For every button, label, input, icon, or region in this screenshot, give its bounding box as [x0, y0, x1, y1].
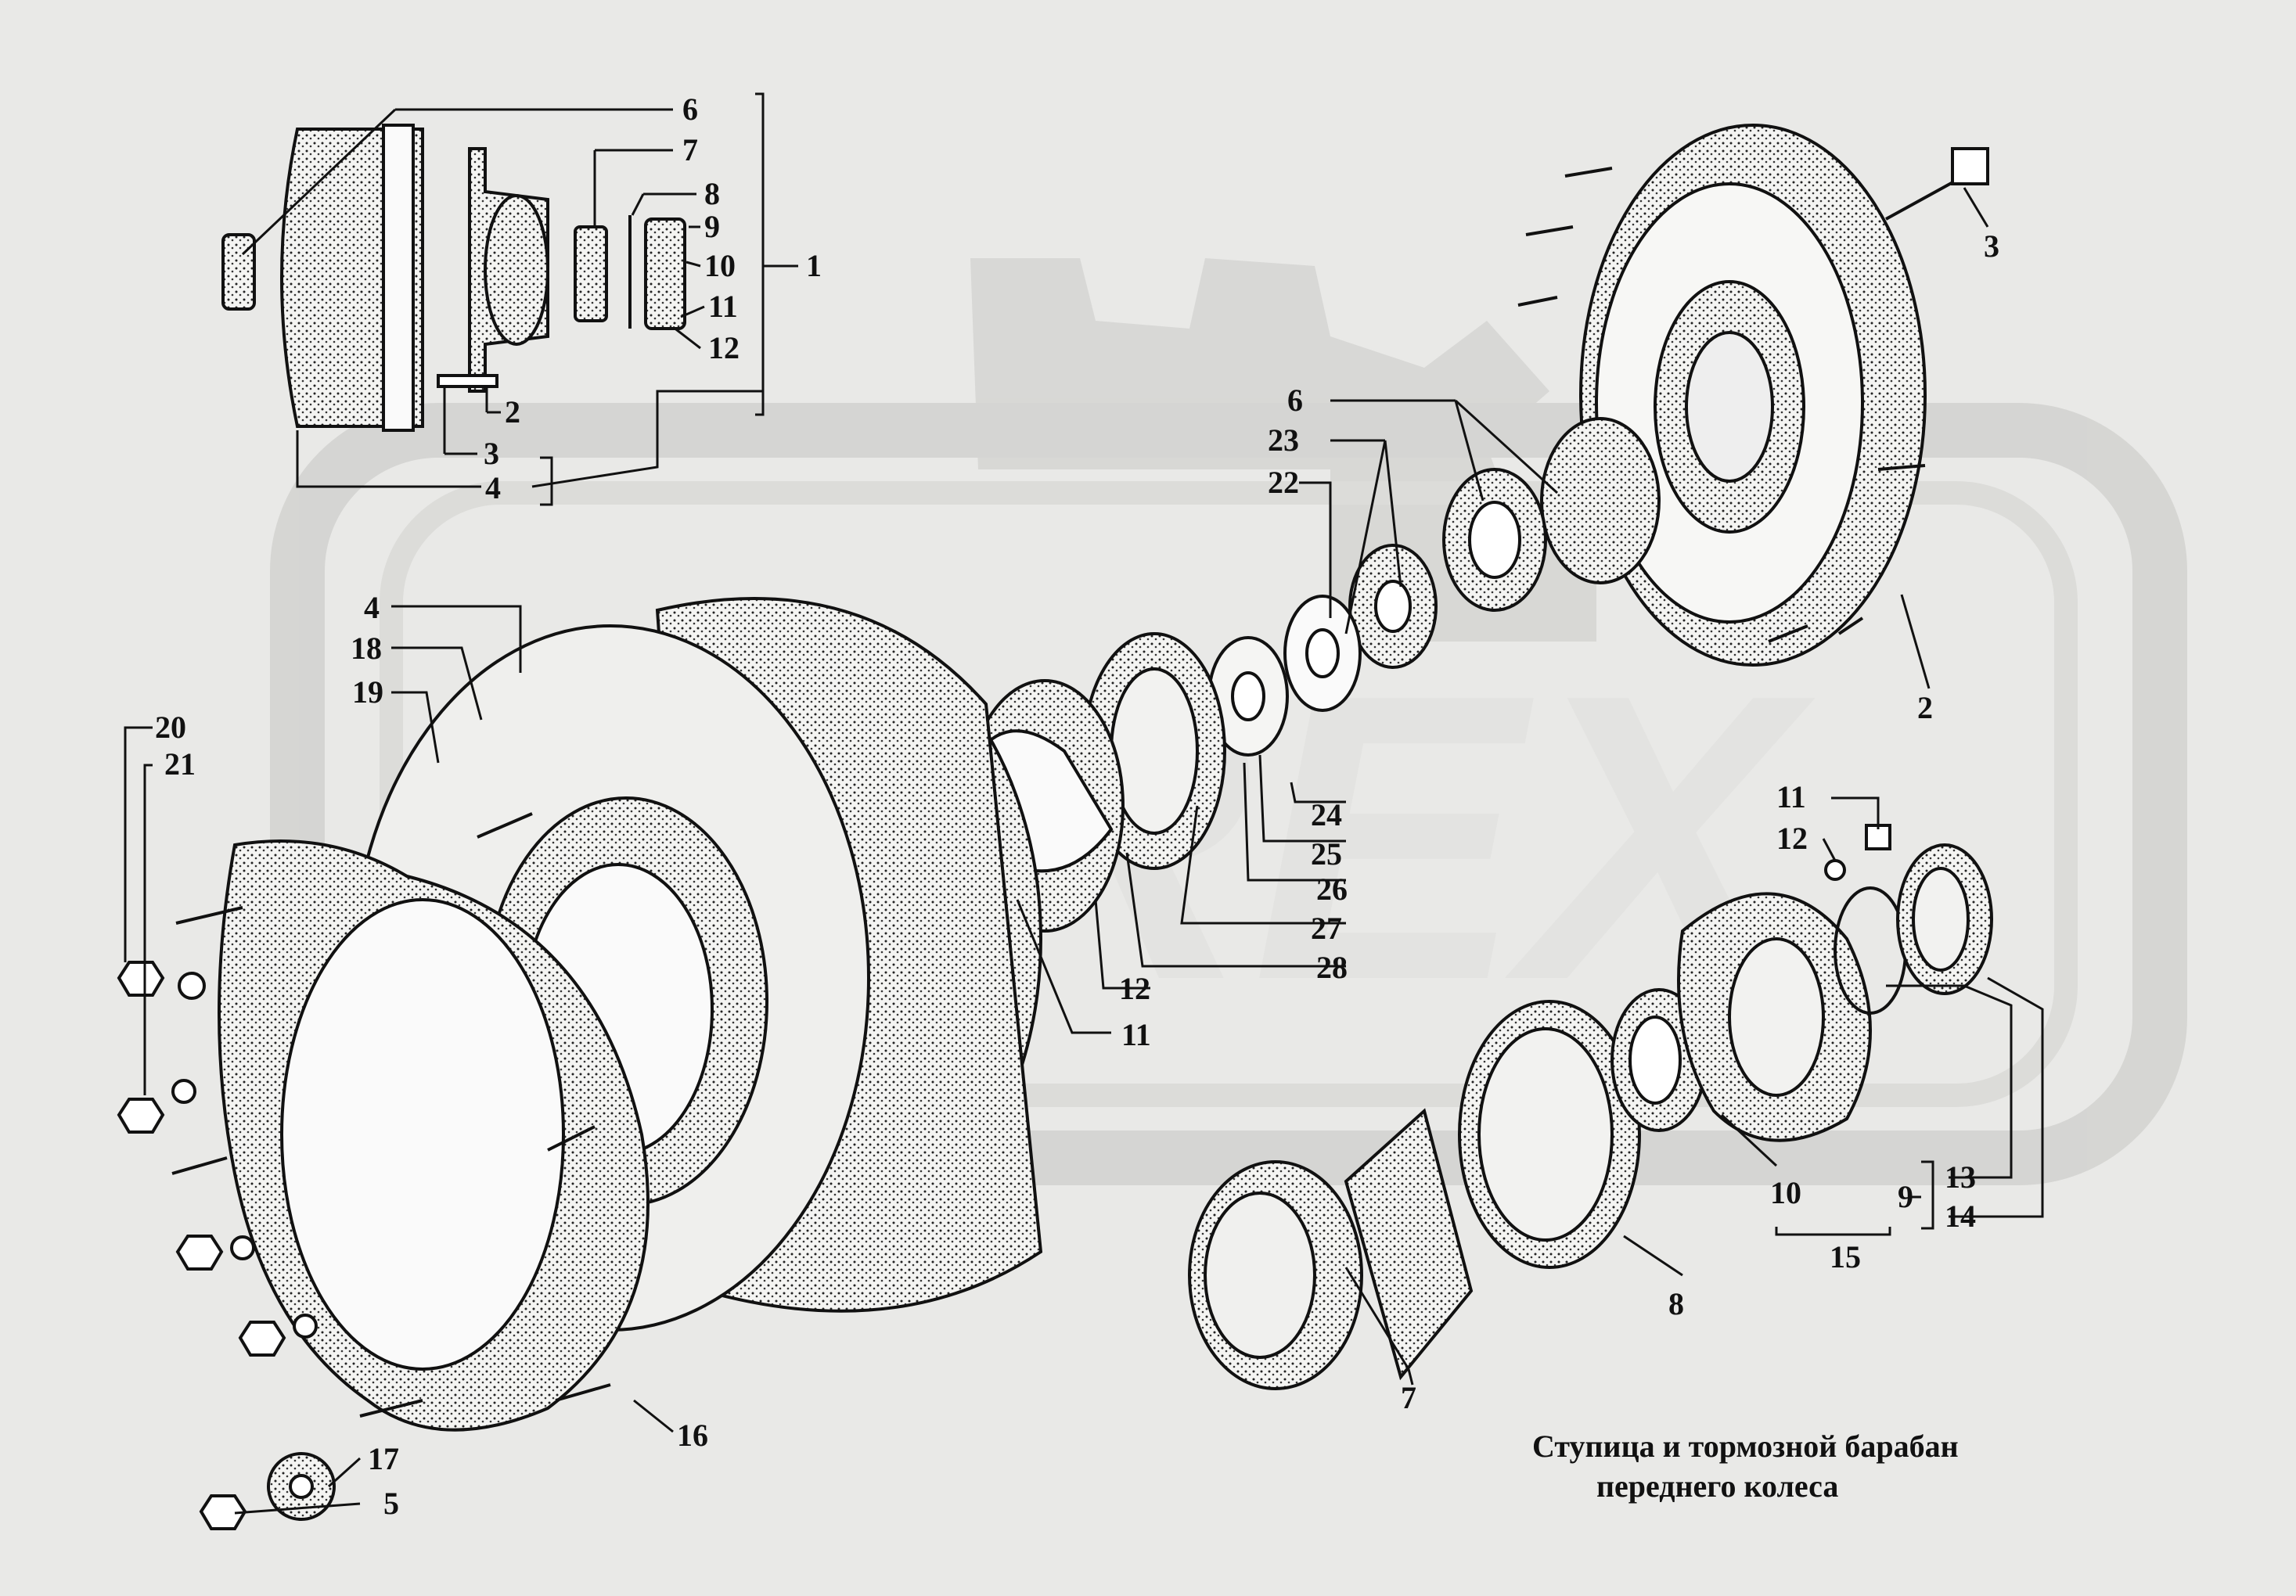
callout-seal-12: 12 [1776, 821, 1808, 856]
callout-28: 28 [1316, 950, 1348, 985]
bearing-cup-7-bore [1204, 1192, 1316, 1359]
caption: Ступица и тормозной барабан переднего ко… [1532, 1429, 1959, 1504]
hub-bearing-bore [1468, 501, 1521, 579]
callout-inset-2: 2 [505, 394, 520, 430]
stud-5 [547, 1125, 596, 1152]
callout-inset-11: 11 [708, 289, 738, 324]
bearing-10-bore [1628, 1015, 1682, 1105]
callout-15: 15 [1830, 1239, 1861, 1274]
callout-inset-8: 8 [704, 176, 720, 211]
callout-13: 13 [1945, 1159, 1976, 1195]
callout-inset-10: 10 [704, 248, 736, 283]
callout-inset-9: 9 [704, 209, 720, 244]
callout-26: 26 [1316, 872, 1348, 907]
callout-drum-18: 18 [351, 631, 382, 666]
callout-hub-6: 6 [1287, 383, 1303, 418]
leader-lines [124, 92, 2044, 1515]
nut-24-hole [1231, 671, 1265, 721]
inset-bolt [437, 374, 498, 388]
callout-7: 7 [1401, 1380, 1416, 1415]
inset-seal [644, 217, 686, 330]
hub-bolt-head [1951, 147, 1989, 185]
inset-drum-rim [382, 124, 415, 432]
callout-25: 25 [1311, 836, 1342, 872]
inset-hub-body [484, 194, 549, 346]
seal-housing-bore [1728, 937, 1825, 1097]
callout-inset-1: 1 [806, 248, 822, 283]
stud-6 [477, 812, 533, 839]
stud-2 [171, 1156, 228, 1175]
callout-inset-3: 3 [484, 436, 499, 471]
watermark-frame [270, 403, 2187, 1185]
callout-seal-11: 11 [1776, 779, 1806, 814]
gasket-8-hole [1477, 1027, 1614, 1242]
inset-cap [221, 233, 256, 311]
inset-bearing [574, 225, 608, 322]
hub-bearing-outer [1540, 417, 1661, 584]
loose-nuts [117, 961, 336, 1530]
stud-4 [555, 1383, 611, 1402]
stud-3 [359, 1399, 423, 1418]
caption-line-2: переднего колеса [1596, 1468, 1838, 1504]
washer-23-hole [1374, 580, 1412, 633]
callout-cap-12: 12 [1119, 971, 1150, 1006]
callout-hub-23: 23 [1268, 422, 1299, 458]
callout-cap-11: 11 [1121, 1017, 1151, 1052]
callout-inset-6: 6 [682, 92, 698, 127]
seal-14-bore [1912, 867, 1970, 972]
callout-hub-22: 22 [1268, 465, 1299, 500]
callout-drum-19: 19 [352, 674, 383, 710]
callout-inset-4: 4 [485, 470, 501, 505]
callout-27: 27 [1311, 911, 1342, 946]
callout-9: 9 [1898, 1179, 1913, 1214]
hub-assembly [965, 124, 1989, 933]
callout-14: 14 [1945, 1199, 1976, 1234]
callout-20: 20 [155, 710, 186, 745]
callout-17: 17 [368, 1441, 399, 1476]
caption-line-1: Ступица и тормозной барабан [1532, 1429, 1959, 1464]
callout-16: 16 [677, 1418, 708, 1453]
adapter-bore [280, 898, 565, 1371]
callout-inset-12: 12 [708, 330, 740, 365]
callout-5: 5 [383, 1486, 399, 1521]
lock-plate-22-hole [1305, 628, 1340, 678]
inset-assembly [221, 124, 686, 432]
stud-1 [175, 906, 243, 925]
wheel-adapter [117, 812, 650, 1530]
callout-drum-4: 4 [364, 590, 380, 625]
callout-8: 8 [1668, 1286, 1684, 1321]
callout-21: 21 [164, 746, 196, 782]
bearing-set [1188, 824, 1993, 1390]
callout-24: 24 [1311, 797, 1342, 832]
bearing-cone-7 [1344, 1108, 1474, 1381]
hub-bore [1685, 331, 1774, 483]
callout-10: 10 [1770, 1175, 1801, 1210]
callout-hub-2: 2 [1917, 690, 1933, 725]
callout-inset-7: 7 [682, 132, 698, 167]
callout-labels: 6 7 8 9 10 11 12 1 2 3 4 3 2 6 23 22 24 … [155, 92, 1999, 1521]
callout-hub-3: 3 [1984, 228, 1999, 264]
hub-studs [1517, 167, 1926, 643]
washer-12 [1824, 859, 1846, 881]
